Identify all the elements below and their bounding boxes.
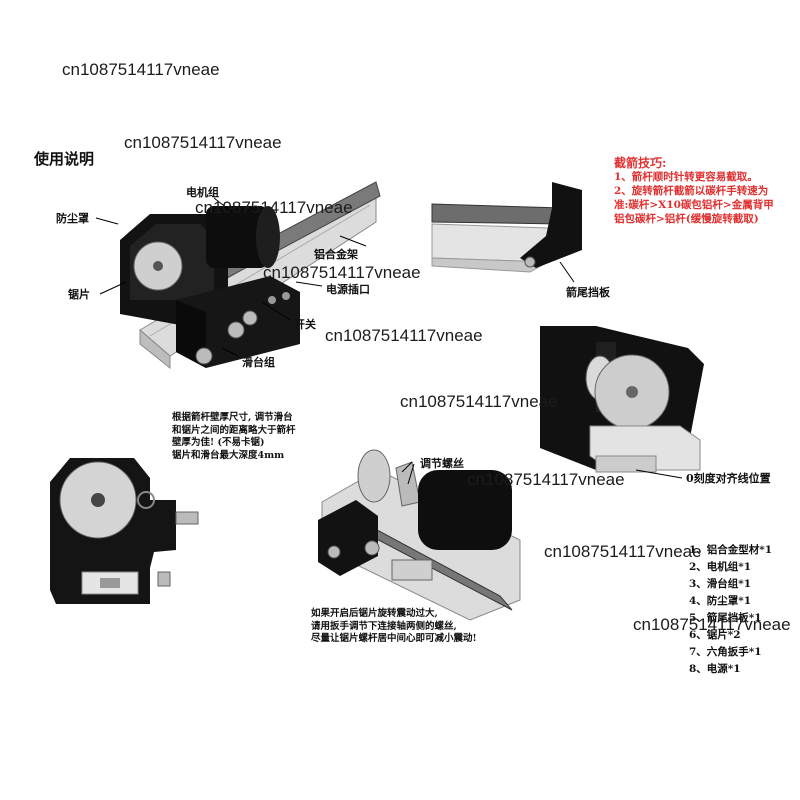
vibration-note-line: 请用扳手调节下连接轴两侧的螺丝, bbox=[311, 620, 457, 632]
cutting-tips-line: 准:碳杆>X10碳包铝杆>金属背甲 bbox=[614, 199, 774, 211]
cross-section-drawing bbox=[50, 458, 199, 604]
label-adjust-screw: 调节螺丝 bbox=[420, 457, 464, 470]
parts-list-item: 5、箭尾挡板*1 bbox=[689, 612, 762, 624]
label-saw-blade: 锯片 bbox=[68, 288, 90, 301]
depth-note-line: 和锯片之间的距离略大于箭杆 bbox=[172, 424, 296, 436]
parts-list: 1、铝合金型材*1 2、电机组*1 3、滑台组*1 4、防尘罩*1 5、箭尾挡板… bbox=[689, 542, 772, 678]
parts-list-item: 4、防尘罩*1 bbox=[689, 595, 752, 607]
nock-baffle-drawing bbox=[431, 182, 582, 273]
label-slide-group: 滑台组 bbox=[242, 356, 275, 369]
label-nock-baffle: 箭尾挡板 bbox=[566, 286, 610, 299]
vibration-note-line: 尽量让锯片螺杆居中间心即可减小震动! bbox=[311, 633, 477, 644]
watermark-text: cn1087514117vneae bbox=[325, 326, 483, 345]
blade-closeup-drawing bbox=[540, 326, 704, 479]
watermark-text: cn1087514117vneae bbox=[62, 60, 220, 79]
depth-note-line: 壁厚为佳! (不易卡锯) bbox=[172, 437, 265, 448]
label-aluminum-frame: 铝合金架 bbox=[314, 248, 358, 261]
parts-list-item: 2、电机组*1 bbox=[689, 561, 752, 573]
cutting-tips-line: 铝包碳杆>铝杆(缓慢旋转截取) bbox=[614, 213, 759, 225]
watermark-text: cn1087514117vneae bbox=[467, 470, 625, 489]
label-switch: 开关 bbox=[294, 318, 316, 331]
vibration-note: 如果开启后锯片旋转震动过大, 请用扳手调节下连接轴两侧的螺丝, 尽量让锯片螺杆居… bbox=[311, 608, 477, 646]
label-power-socket: 电源插口 bbox=[326, 283, 370, 296]
main-device-drawing bbox=[120, 181, 381, 370]
parts-list-item: 1、铝合金型材*1 bbox=[689, 544, 773, 556]
parts-list-item: 8、电源*1 bbox=[689, 663, 741, 675]
parts-list-item: 7、六角扳手*1 bbox=[689, 646, 762, 658]
leader-lines bbox=[95, 197, 575, 473]
watermark-text: cn1087514117vneae bbox=[400, 392, 558, 411]
watermark-text: cn1087514117vneae bbox=[195, 198, 353, 217]
label-zero-scale: 0刻度对齐线位置 bbox=[686, 472, 771, 485]
label-dust-cover: 防尘罩 bbox=[56, 212, 89, 225]
label-motor-group: 电机组 bbox=[186, 186, 219, 199]
depth-note-line: 根据箭杆壁厚尺寸, 调节滑台 bbox=[172, 412, 293, 423]
watermark-text: cn1087514117vneae bbox=[263, 263, 421, 282]
watermark-text: cn1087514117vneae bbox=[633, 615, 791, 634]
cutting-tips-line: 2、旋转箭杆截箭以碳杆手转速为 bbox=[614, 185, 769, 197]
page-title: 使用说明 bbox=[34, 150, 95, 168]
watermark-text: cn1087514117vneae bbox=[124, 133, 282, 152]
depth-note: 根据箭杆壁厚尺寸, 调节滑台 和锯片之间的距离略大于箭杆 壁厚为佳! (不易卡锯… bbox=[172, 412, 296, 462]
cutting-tips-title: 截箭技巧: bbox=[614, 156, 667, 170]
vibration-note-line: 如果开启后锯片旋转震动过大, bbox=[311, 608, 438, 619]
depth-note-line: 锯片和滑台最大深度4mm bbox=[172, 449, 285, 461]
watermark-text: cn1087514117vneae bbox=[544, 542, 702, 561]
cutting-tips-line: 1、箭杆顺时针转更容易截取。 bbox=[614, 171, 758, 183]
adjustment-drawing bbox=[318, 449, 521, 621]
parts-list-item: 6、锯片*2 bbox=[689, 629, 741, 641]
cutting-tips: 截箭技巧: 1、箭杆顺时针转更容易截取。 2、旋转箭杆截箭以碳杆手转速为 准:碳… bbox=[614, 156, 794, 226]
parts-list-item: 3、滑台组*1 bbox=[689, 578, 752, 590]
